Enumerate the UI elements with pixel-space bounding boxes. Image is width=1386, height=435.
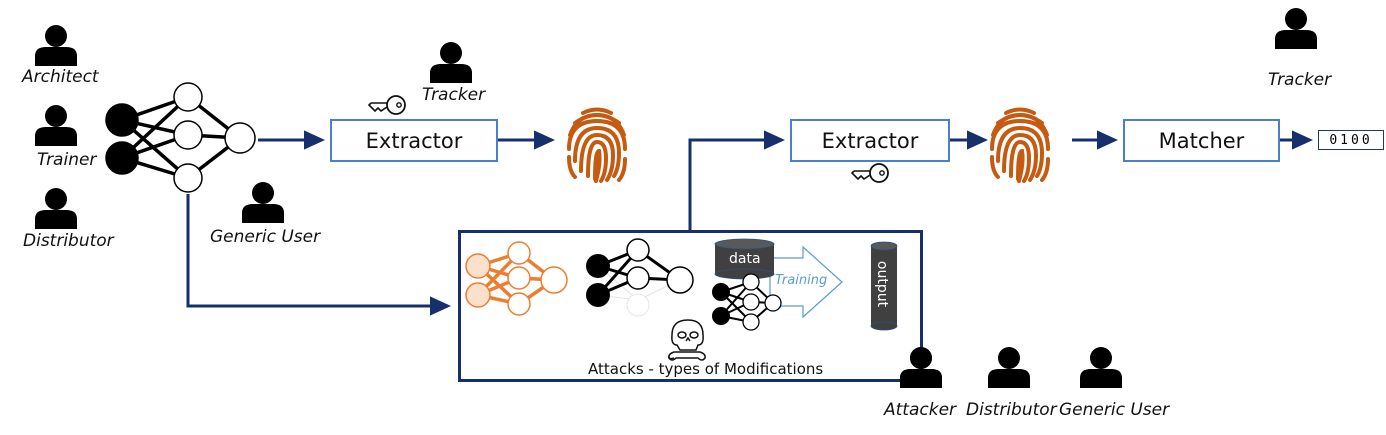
- data-label: data: [729, 251, 761, 267]
- tracker-label: Tracker: [422, 85, 486, 105]
- distributor-label: Distributor: [23, 231, 114, 251]
- pruned-network-icon: [586, 238, 694, 317]
- tracker-right-label: Tracker: [1268, 70, 1332, 90]
- extractor-box: Extractor: [330, 119, 498, 162]
- small-network-icon: [712, 273, 782, 331]
- attacks-container: [458, 230, 923, 382]
- training-label: Training: [775, 273, 828, 288]
- matcher-box: Matcher: [1123, 119, 1280, 162]
- flow-arrows: [186, 130, 1313, 316]
- distributor-bottom-label: Distributor: [966, 400, 1057, 420]
- skull-icon: [668, 319, 706, 361]
- attacks-title: Attacks - types of Modifications: [588, 360, 824, 378]
- trainer-label: Trainer: [37, 150, 97, 170]
- neural-network-icon: [105, 82, 256, 193]
- output-bits: 0100: [1318, 130, 1384, 150]
- output-label: output: [874, 260, 891, 308]
- modified-network-icon: [465, 241, 568, 316]
- architect-label: Architect: [22, 67, 99, 87]
- attacker-person-icon: [900, 347, 942, 388]
- generic-user-label: Generic User: [210, 227, 321, 247]
- database-icon: [714, 238, 775, 280]
- verification-extractor-box: Extractor: [790, 119, 950, 162]
- attacker-label: Attacker: [884, 400, 957, 420]
- generic-user-bottom-label: Generic User: [1059, 400, 1170, 420]
- output-cylinder-icon: [870, 241, 898, 331]
